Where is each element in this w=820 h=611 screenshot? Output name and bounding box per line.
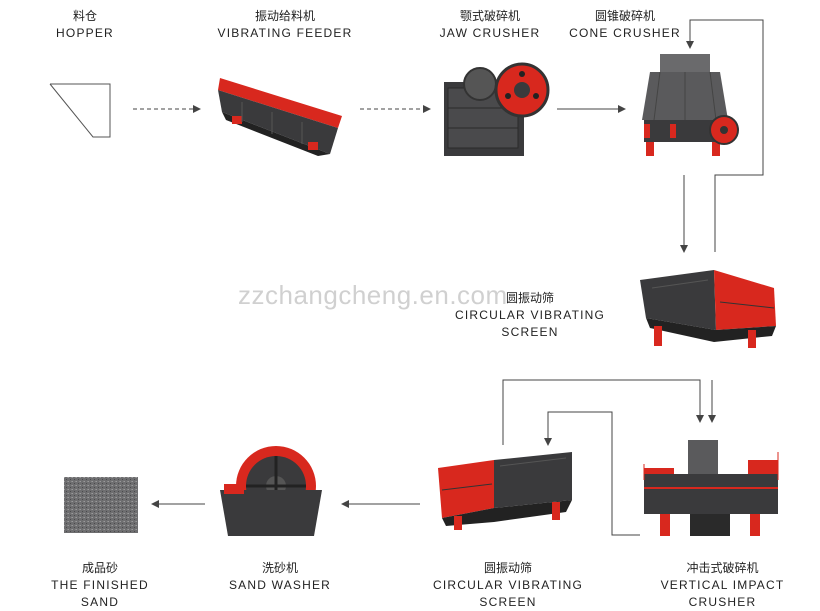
vertical-crusher-label-zh: 冲击式破碎机 — [686, 561, 759, 575]
hopper-icon — [49, 83, 111, 138]
screen-2-label-zh: 圆振动筛 — [483, 561, 532, 575]
watermark: zzchangcheng.en.com — [238, 280, 508, 310]
vibrating-feeder-label-zh: 振动给料机 — [254, 9, 315, 23]
vertical-crusher-icon — [643, 440, 779, 536]
cone-crusher-label-zh: 圆锥破碎机 — [594, 9, 655, 23]
screen-1-label-zh: 圆振动筛 — [505, 291, 554, 305]
jaw-crusher-icon — [444, 62, 550, 156]
arrow-screen-return-cone — [686, 19, 764, 252]
hopper-label-zh: 料仓 — [72, 9, 97, 23]
screen-1-label: 圆振动筛 CIRCULAR VIBRATING SCREEN — [430, 290, 630, 341]
vibrating-feeder-label: 振动给料机 VIBRATING FEEDER — [210, 8, 360, 42]
finished-sand-icon — [64, 477, 138, 533]
arrow-vsi-screen2 — [544, 411, 640, 536]
vibrating-feeder-icon — [218, 78, 342, 156]
screen-1-icon — [640, 270, 776, 348]
jaw-crusher-label-zh: 颚式破碎机 — [459, 9, 520, 23]
cone-crusher-label-en: CONE CRUSHER — [569, 26, 681, 40]
sand-washer-icon — [220, 446, 322, 536]
cone-crusher-icon — [642, 54, 739, 156]
sand-washer-label-en: SAND WASHER — [228, 578, 332, 592]
screen-2-icon — [438, 452, 572, 530]
hopper-label-en: HOPPER — [56, 26, 114, 40]
hopper-label: 料仓 HOPPER — [40, 8, 130, 42]
arrow-screen2-return-vsi — [502, 379, 704, 445]
cone-crusher-label: 圆锥破碎机 CONE CRUSHER — [565, 8, 685, 42]
jaw-crusher-label-en: JAW CRUSHER — [439, 26, 541, 40]
screen-1-label-en: CIRCULAR VIBRATING SCREEN — [454, 308, 606, 339]
sand-washer-label-zh: 洗砂机 — [261, 561, 298, 575]
finished-sand-label-zh: 成品砂 — [81, 561, 118, 575]
sand-washer-label: 洗砂机 SAND WASHER — [225, 560, 335, 594]
jaw-crusher-label: 颚式破碎机 JAW CRUSHER — [430, 8, 550, 42]
vibrating-feeder-label-en: VIBRATING FEEDER — [217, 26, 353, 40]
